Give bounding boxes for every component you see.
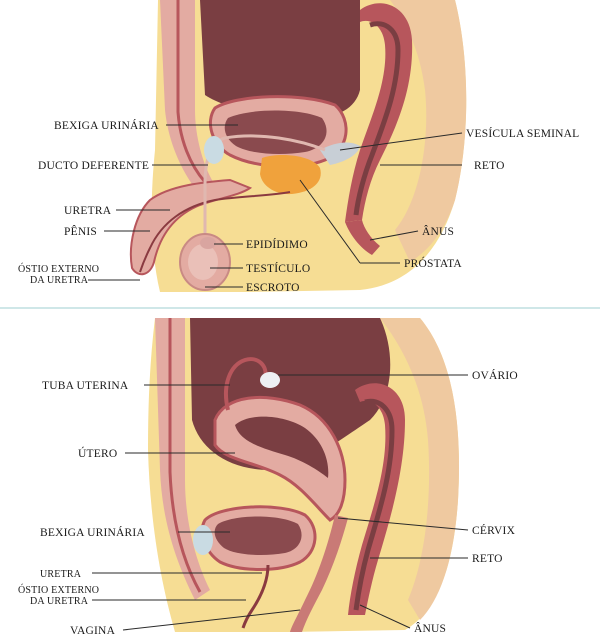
label-vagina: VAGINA: [70, 625, 116, 637]
label-penis: PÊNIS: [64, 224, 97, 238]
male-testis: [188, 244, 218, 280]
label-reto: RETO: [474, 160, 505, 172]
female-spine-tissue: [380, 318, 460, 620]
label-utero: ÚTERO: [78, 446, 117, 460]
female-fallopian-tube: [224, 357, 268, 411]
label-bexiga-urinaria-f: BEXIGA URINÁRIA: [40, 525, 145, 539]
label-bexiga-urinaria: BEXIGA URINÁRIA: [54, 118, 159, 132]
label-anus-f: ÂNUS: [414, 621, 446, 635]
male-abdominal-wall: [160, 0, 215, 195]
male-rectum-lumen: [353, 21, 401, 216]
female-bladder-lumen: [214, 516, 302, 556]
female-illustration: [148, 318, 460, 632]
label-ducto-deferente: DUCTO DEFERENTE: [38, 160, 149, 172]
male-bladder-lumen: [224, 110, 327, 154]
label-ovario: OVÁRIO: [472, 368, 518, 382]
male-pubic-bone: [204, 136, 224, 164]
male-vas-deferens: [203, 134, 326, 255]
label-testiculo: TESTÍCULO: [246, 261, 310, 275]
label-epididimo: EPIDÍDIMO: [246, 237, 308, 251]
label-escroto: ESCROTO: [246, 282, 300, 294]
male-epididymis: [200, 237, 216, 249]
female-ovary: [260, 372, 280, 388]
label-prostata: PRÓSTATA: [404, 256, 462, 270]
label-cervix: CÉRVIX: [472, 523, 516, 537]
label-vesicula-seminal: VESÍCULA SEMINAL: [466, 126, 579, 140]
male-labels: BEXIGA URINÁRIA DUCTO DEFERENTE URETRA P…: [18, 118, 579, 294]
male-illustration: [129, 0, 467, 292]
male-spine-tissue: [390, 0, 467, 262]
label-anus: ÂNUS: [422, 224, 454, 238]
label-tuba-uterina: TUBA UTERINA: [42, 380, 129, 392]
label-uretra-f: URETRA: [40, 569, 82, 580]
female-pubic-bone: [193, 525, 213, 555]
label-reto-f: RETO: [472, 553, 503, 565]
female-uterus-cavity: [235, 416, 329, 478]
female-rectum-lumen: [353, 398, 395, 611]
male-abdominal-wall-edge: [176, 0, 207, 183]
male-anal-canal: [345, 220, 380, 255]
label-ostio-externo: ÓSTIO EXTERNO: [18, 263, 99, 275]
label-uretra: URETRA: [64, 205, 112, 217]
male-leader-lines: [88, 124, 463, 288]
male-urethra-line: [139, 191, 291, 273]
label-da-uretra-f: DA URETRA: [30, 596, 89, 607]
female-labels: TUBA UTERINA ÚTERO BEXIGA URINÁRIA URETR…: [18, 368, 518, 637]
male-abdominal-cavity: [200, 0, 360, 119]
label-da-uretra: DA URETRA: [30, 275, 89, 286]
female-abdominal-wall-edge: [168, 318, 202, 593]
female-vagina: [290, 515, 348, 632]
male-prostate-gland: [260, 155, 321, 195]
female-leader-lines: [92, 374, 469, 631]
label-ostio-externo-f: ÓSTIO EXTERNO: [18, 584, 99, 596]
female-urethra: [241, 564, 270, 629]
